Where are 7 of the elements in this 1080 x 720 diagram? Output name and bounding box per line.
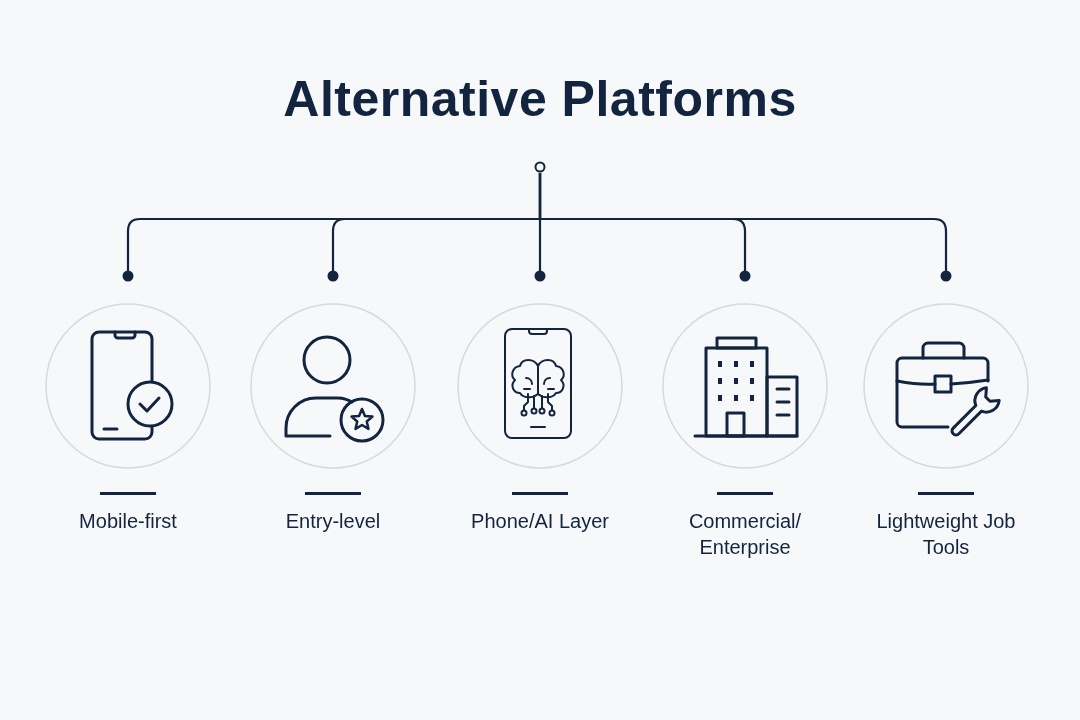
category-label: Lightweight Job Tools <box>876 509 1016 560</box>
connector-line <box>538 173 952 282</box>
category-label: Commercial/ Enterprise <box>687 509 803 560</box>
category-label: Entry-level <box>284 509 382 534</box>
category-label: Phone/AI Layer <box>470 509 610 534</box>
title: Alternative Platforms <box>282 70 798 128</box>
category-label: Mobile-first <box>78 509 178 534</box>
